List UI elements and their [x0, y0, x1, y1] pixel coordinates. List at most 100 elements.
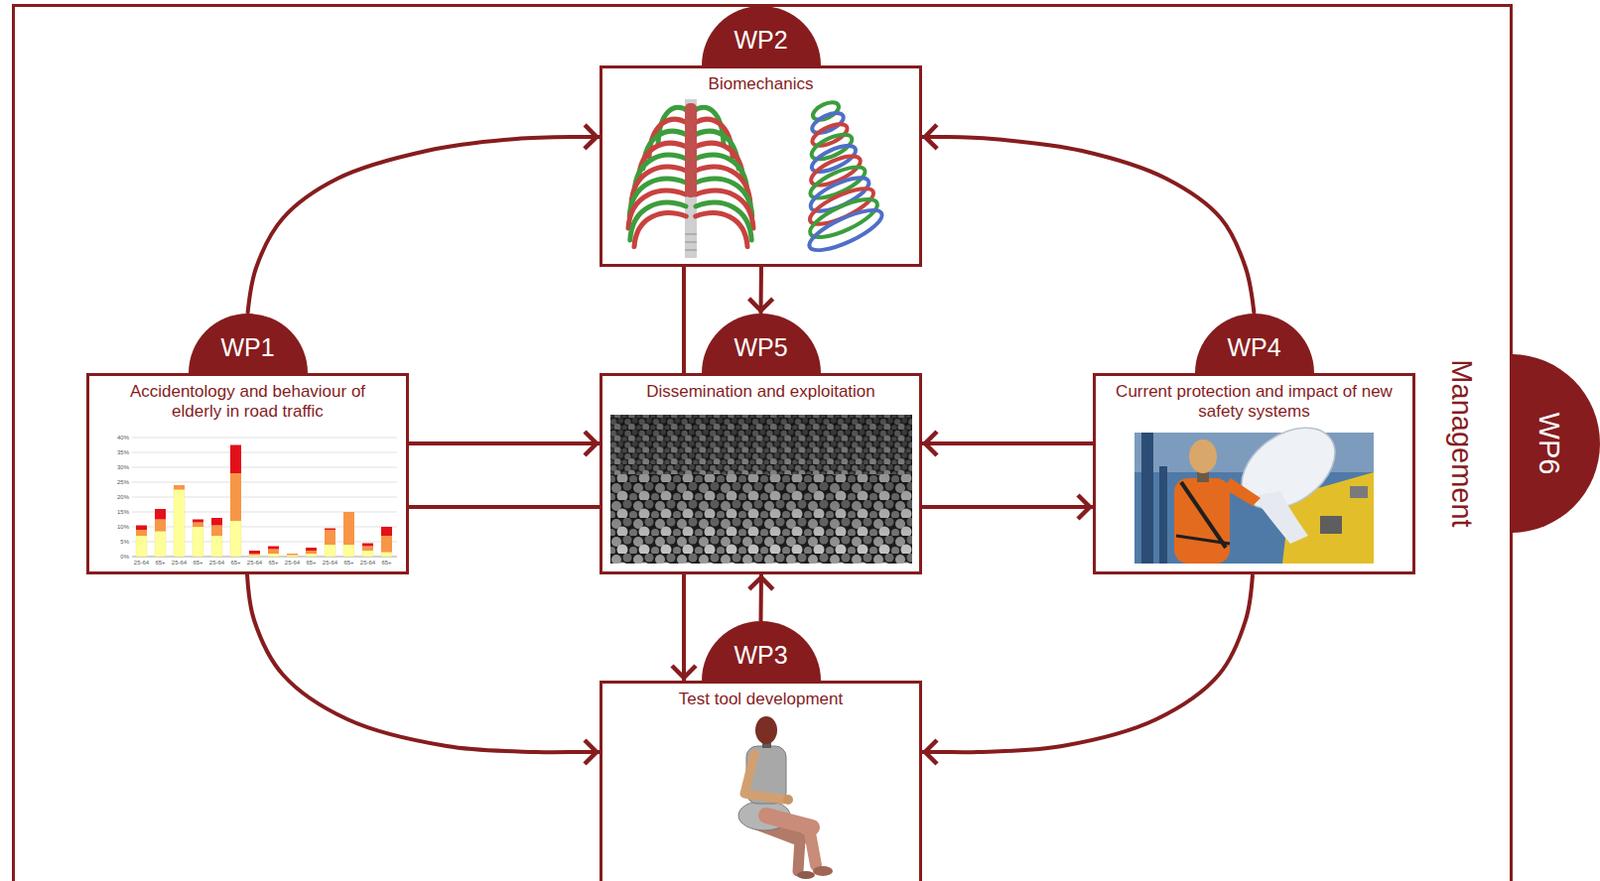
axis-category-label: 25-64 — [243, 558, 267, 567]
crash-dummy-figure — [766, 815, 812, 828]
arrow-connector — [922, 574, 1253, 753]
bar-chart — [249, 553, 261, 556]
audience-photo — [610, 414, 913, 564]
bar-chart — [154, 509, 166, 521]
rib-cage-side — [808, 120, 850, 151]
bar-chart — [115, 433, 401, 572]
rib-cage-side — [808, 109, 846, 137]
connector-group — [247, 136, 1255, 753]
bar-chart — [135, 490, 393, 558]
axis-category-label: 25-64 — [205, 558, 230, 567]
wp-number: WP4 — [1226, 333, 1281, 362]
bar-chart — [135, 526, 147, 532]
crash-test-photo — [1174, 478, 1230, 564]
audience-photo — [610, 414, 913, 564]
bar-chart — [267, 549, 279, 555]
bar-chart — [305, 550, 317, 554]
wp-tab: WP1 — [188, 313, 308, 374]
crash-test-photo — [1141, 432, 1154, 564]
bar-chart — [135, 530, 147, 536]
crash-test-photo — [1134, 410, 1374, 564]
bar-chart — [381, 535, 393, 553]
rib-cage-front — [630, 202, 686, 241]
axis-category-label: 65+ — [262, 558, 286, 567]
box-title: Biomechanics — [616, 68, 907, 95]
wp-number: WP2 — [733, 25, 788, 54]
rib-cage-front — [634, 154, 686, 193]
rib-cage-side — [807, 130, 855, 165]
bar-chart — [230, 445, 242, 475]
crash-dummy-figure — [812, 866, 833, 877]
bar-chart — [267, 553, 279, 557]
rib-cage-front — [695, 166, 751, 205]
bar-chart — [211, 526, 223, 537]
arrow-connector — [922, 136, 1255, 314]
bar-chart — [211, 535, 223, 557]
crash-dummy-figure — [798, 839, 800, 872]
box-background — [1095, 376, 1413, 572]
axis-tick-label: 20% — [109, 493, 130, 502]
axis-category-label: 65+ — [337, 558, 362, 567]
rib-cage-side — [809, 99, 841, 125]
axis-tick-label: 40% — [109, 433, 130, 442]
box-background — [602, 683, 920, 881]
crash-dummy-figure — [808, 827, 816, 866]
axis-category-label: 65+ — [186, 558, 211, 567]
side-label: Management — [1445, 359, 1479, 528]
rib-cage-front — [694, 119, 734, 157]
crash-dummy-figure — [746, 746, 787, 804]
frame-panel: WP2BiomechanicsWP1Accidentology and beha… — [11, 3, 1513, 881]
crash-test-photo — [1222, 478, 1261, 507]
crash-test-photo — [1159, 466, 1168, 564]
work-package-box: WP4Current protection and impact of new … — [1092, 373, 1416, 575]
bar-chart — [192, 523, 204, 529]
box-background — [89, 68, 1413, 881]
wp-number: WP5 — [733, 333, 788, 362]
rib-cage-front — [695, 202, 752, 241]
bar-chart — [230, 521, 242, 557]
bar-chart — [249, 555, 261, 558]
bar-chart — [249, 550, 261, 554]
axis-category-label: 25-64 — [356, 558, 381, 567]
rib-cage-side — [804, 99, 888, 259]
box-background — [89, 376, 406, 572]
rib-cage-side — [804, 191, 882, 245]
bar-chart — [286, 553, 298, 556]
bar-chart — [154, 532, 166, 558]
bar-chart — [362, 550, 374, 557]
bar-chart — [267, 546, 279, 550]
work-package-box: WP2Biomechanics — [599, 65, 923, 267]
bar-chart — [132, 437, 398, 542]
wp-tab: WP5 — [701, 313, 821, 374]
rib-cage-side — [807, 140, 859, 178]
axis-category-label: 25-64 — [318, 558, 343, 567]
crash-test-photo — [1226, 410, 1350, 526]
bar-chart — [211, 518, 223, 527]
box-title: Test tool development — [616, 683, 907, 710]
rib-cage-front — [658, 107, 688, 145]
axis-category-label: 65+ — [224, 558, 249, 567]
rib-cage-front — [628, 99, 754, 259]
axis-category-label: 25-64 — [280, 558, 305, 567]
crash-dummy-figure — [758, 823, 800, 840]
bar-chart — [362, 543, 374, 547]
rib-cage-front — [628, 190, 686, 229]
crash-test-photo — [1197, 466, 1209, 483]
bar-chart — [324, 529, 336, 532]
rib-cage-side — [805, 171, 873, 219]
rib-cage-front — [643, 131, 687, 169]
crash-test-photo — [1189, 439, 1217, 474]
rib-cage-front — [695, 190, 754, 229]
crash-dummy-figure — [783, 795, 794, 805]
crash-dummy-figure — [738, 800, 791, 831]
box-title: Dissemination and exploitation — [616, 376, 907, 402]
rib-cage-side — [804, 202, 888, 259]
rib-cage-front — [684, 99, 697, 259]
bar-chart — [286, 555, 298, 558]
rib-cage-front — [631, 166, 686, 205]
arrow-connector — [681, 266, 686, 681]
crash-dummy-figure — [744, 754, 785, 800]
